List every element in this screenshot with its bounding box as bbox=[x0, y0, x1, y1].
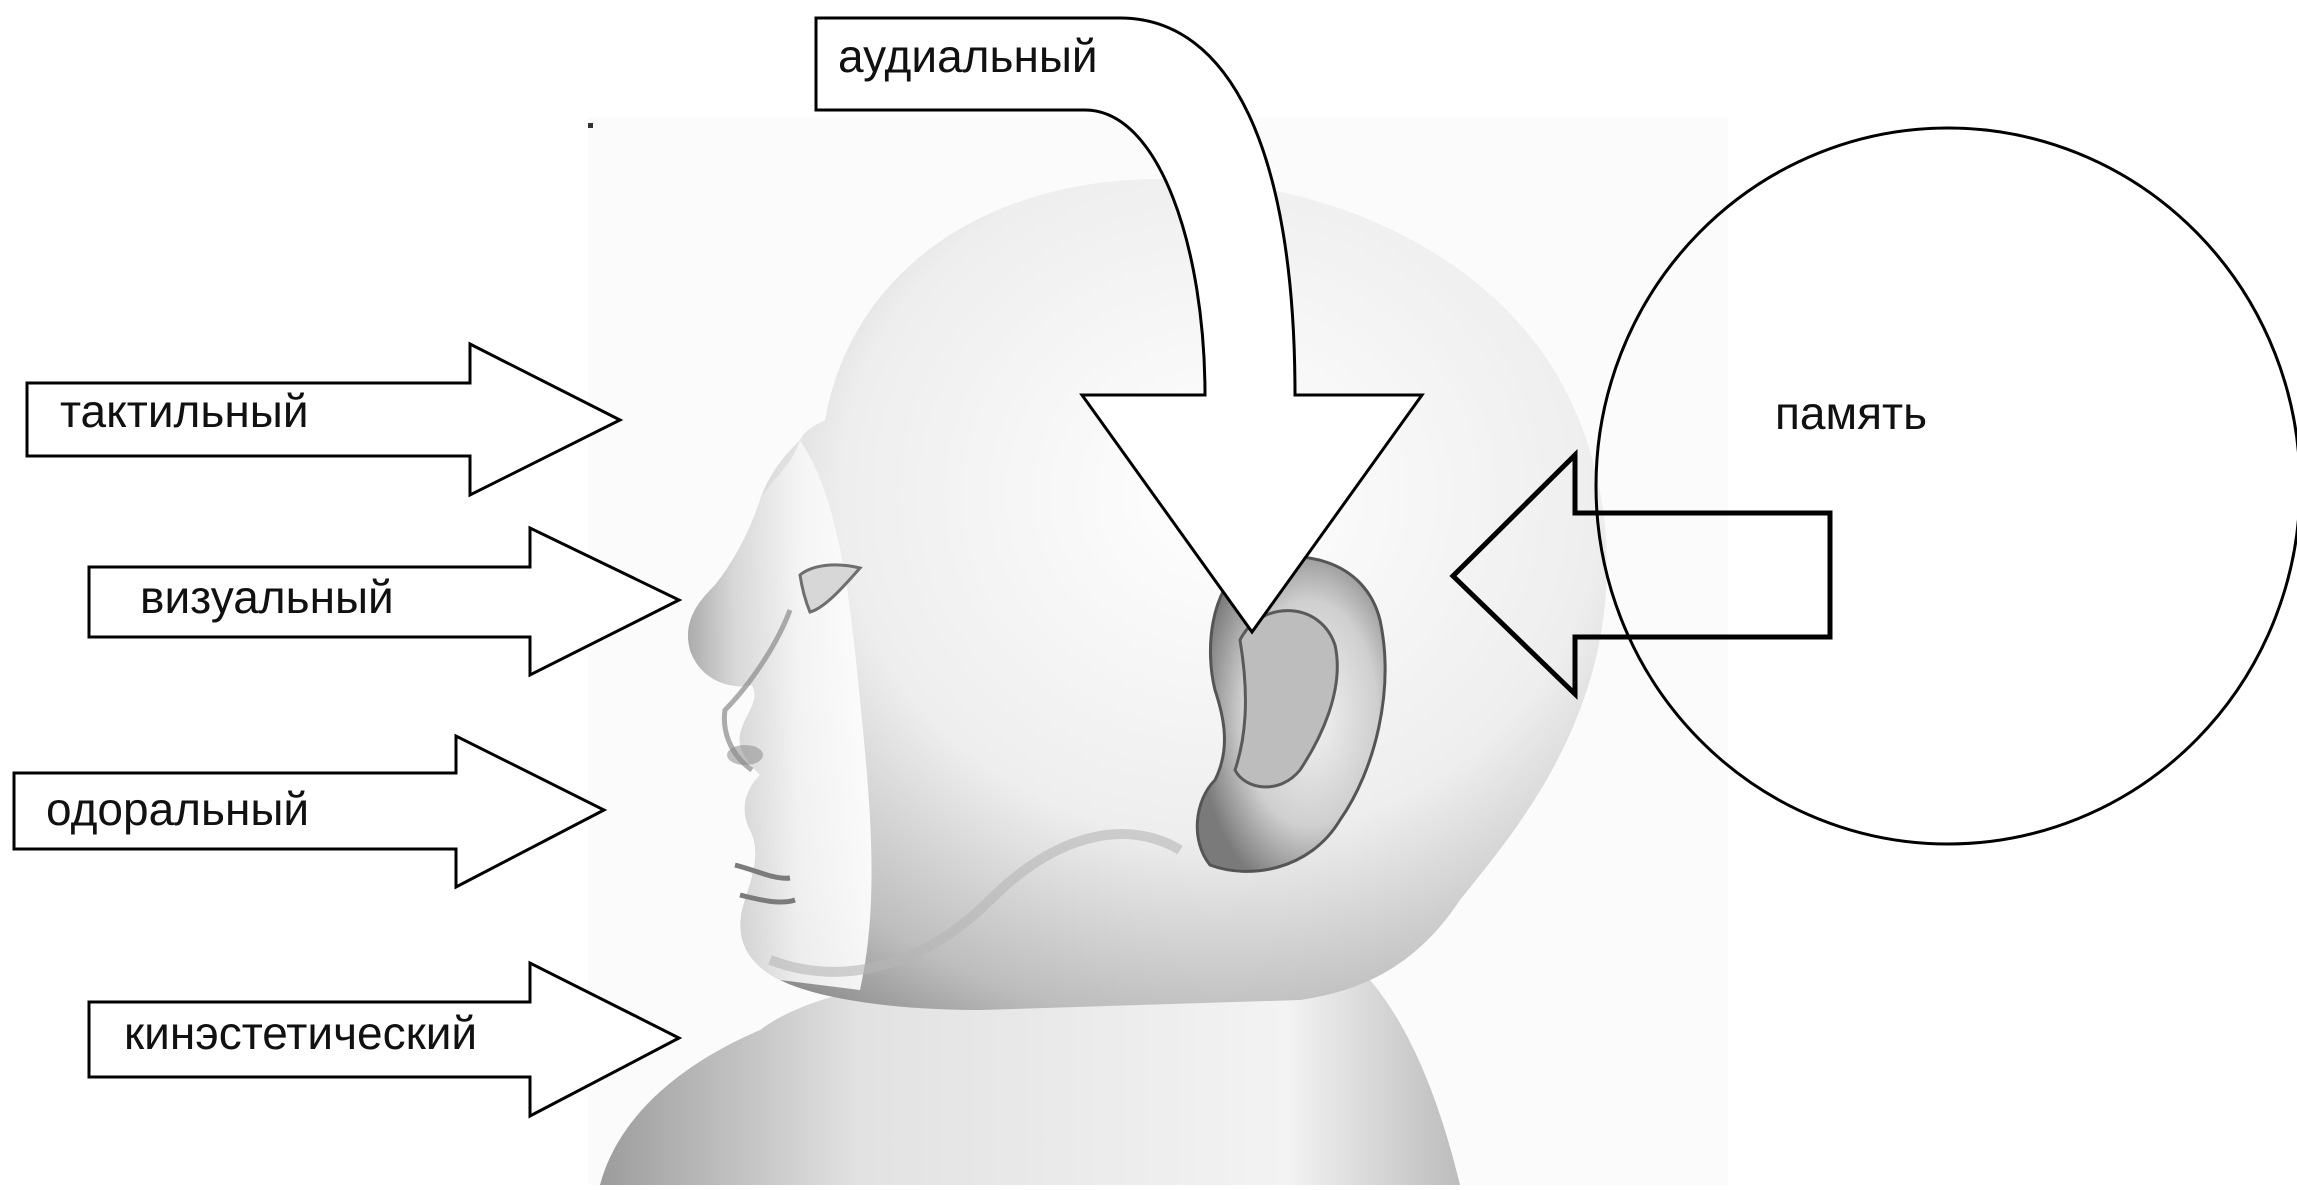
label-audial: аудиальный bbox=[838, 30, 1098, 82]
nostril bbox=[727, 745, 763, 765]
arrow-odoral: одоральный bbox=[14, 736, 604, 887]
label-kinesthetic: кинэстетический bbox=[124, 1007, 477, 1059]
label-memory: память bbox=[1775, 387, 1927, 439]
label-odoral: одоральный bbox=[46, 783, 309, 835]
label-visual: визуальный bbox=[140, 571, 394, 623]
speck bbox=[588, 123, 593, 128]
head-illustration bbox=[588, 118, 1728, 1185]
arrow-tactile: тактильный bbox=[27, 344, 620, 495]
label-tactile: тактильный bbox=[60, 385, 309, 437]
